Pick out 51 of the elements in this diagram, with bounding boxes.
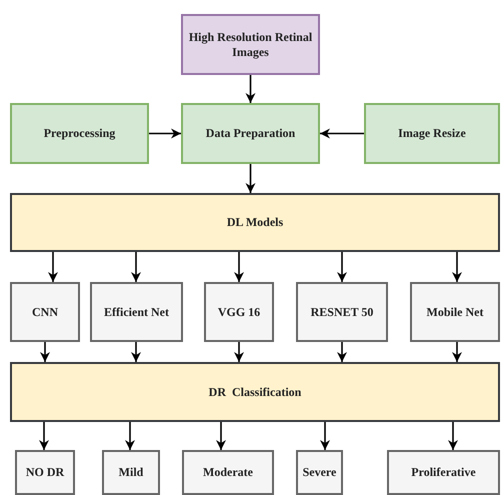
arrow <box>234 342 244 362</box>
box-label: Severe <box>302 465 336 480</box>
box-label: DL Models <box>226 215 284 230</box>
arrow <box>234 252 244 282</box>
arrow <box>320 128 364 138</box>
model-box <box>204 282 274 342</box>
box-label: Image Resize <box>398 126 466 141</box>
box-label: Mild <box>118 465 144 480</box>
box-label: NO DR <box>26 465 64 480</box>
arrow <box>216 422 226 450</box>
input-box <box>181 14 320 75</box>
model-box <box>10 282 80 342</box>
model-box <box>410 282 500 342</box>
box-label: Mobile Net <box>426 304 484 320</box>
box-label: Proliferative <box>411 465 476 480</box>
arrow <box>39 422 49 450</box>
model-box <box>296 282 388 342</box>
box-label: DR Classification <box>208 384 302 400</box>
stage-band <box>10 362 500 422</box>
stage-band <box>10 193 500 252</box>
model-box <box>90 282 183 342</box>
arrow <box>337 252 347 282</box>
arrow <box>131 342 141 362</box>
arrow <box>40 342 50 362</box>
arrow <box>149 128 181 138</box>
arrow <box>320 422 330 450</box>
box-label: VGG 16 <box>218 304 260 320</box>
class-box <box>182 450 274 495</box>
arrow <box>125 422 135 450</box>
box-label: CNN <box>32 304 58 320</box>
arrow <box>246 164 256 193</box>
process-box <box>181 103 320 164</box>
arrow <box>246 75 256 103</box>
arrow <box>452 342 462 362</box>
class-box <box>102 450 160 495</box>
process-box <box>10 103 149 164</box>
class-box <box>387 450 500 495</box>
arrow <box>448 422 458 450</box>
arrow <box>452 252 462 282</box>
box-label: RESNET 50 <box>310 304 374 320</box>
box-label: High Resolution Retinal Images <box>188 30 314 60</box>
process-box <box>364 103 500 164</box>
box-label: Efficient Net <box>104 304 169 320</box>
class-box <box>15 450 75 495</box>
class-box <box>296 450 343 495</box>
arrow <box>48 252 58 282</box>
arrow <box>337 342 347 362</box>
box-label: Data Preparation <box>206 126 296 141</box>
box-label: Preprocessing <box>44 126 116 141</box>
box-label: Moderate <box>203 465 253 480</box>
arrow <box>131 252 141 282</box>
